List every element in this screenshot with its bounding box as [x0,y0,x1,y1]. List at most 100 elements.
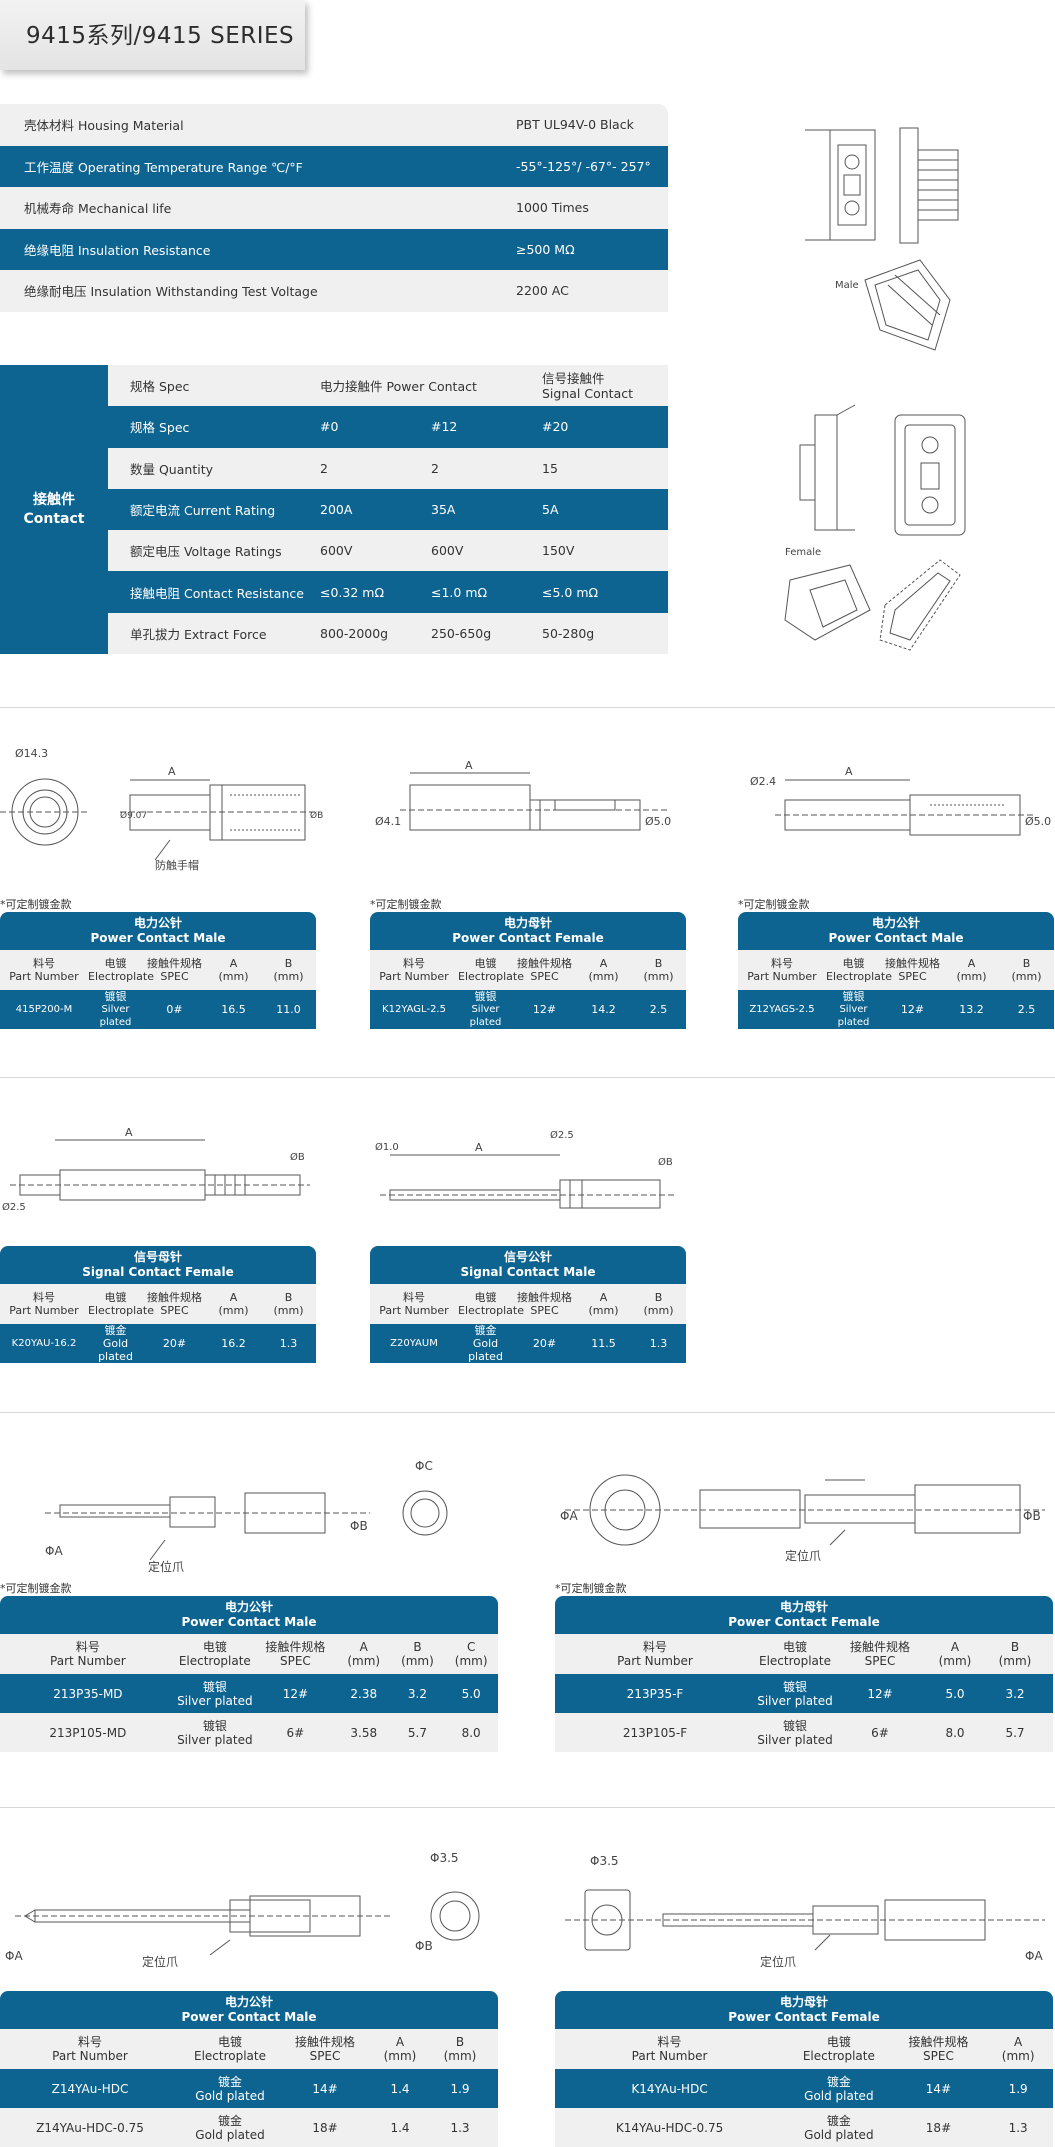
gold-option-note: *可定制镀金款 [0,1582,72,1595]
spec-key: 工作温度 Operating Temperature Range ℃/°F [24,159,303,175]
gold-option-note: *可定制镀金款 [555,1582,627,1595]
spec-row: 绝缘耐电压 Insulation Withstanding Test Volta… [0,270,668,312]
gold-option-note: *可定制镀金款 [370,898,442,911]
power-female-12-drawing: A Ø4.1 Ø5.0 [370,755,690,875]
spec-value: 1000 Times [516,200,589,216]
dim-label: Φ3.5 [430,1851,459,1865]
locator-label: 定位爪 [785,1548,821,1563]
dim-label: Ø2.5 [2,1201,26,1213]
male-connector-drawing: Male [800,100,1000,370]
anti-touch-label: 防触手帽 [155,858,199,872]
power-male-0-drawing: Ø14.3 A Ø9.07 ØB 防触手帽 [0,740,340,880]
spec-key: 绝缘耐电压 Insulation Withstanding Test Volta… [24,284,318,300]
dim-label: ΦA [1025,1949,1043,1963]
spec-value: PBT UL94V-0 Black [516,117,634,133]
dim-label: ØB [290,1151,305,1163]
dim-label: ΦA [560,1509,578,1523]
signal-male-drawing: A Ø1.0 Ø2.5 ØB [370,1120,690,1220]
dim-label: ΦA [45,1544,63,1558]
spec-row: 工作温度 Operating Temperature Range ℃/°F-55… [0,145,668,187]
spec-value: 2200 AC [516,283,569,299]
dim-label: ΦB [1023,1509,1041,1523]
dim-label: Ø5.0 [645,815,671,828]
gold-option-note: *可定制镀金款 [738,898,810,911]
dim-label: A [475,1141,483,1154]
dim-label: Ø2.5 [550,1129,574,1141]
dim-label: A [125,1126,133,1139]
spec-value: ≥500 MΩ [516,241,575,257]
contact-row: 规格 Spec#0#12#20 [108,406,668,448]
dim-label: Ø9.07 [120,810,147,821]
contact-header-spec: 规格 Spec [130,379,190,395]
contact-row: 接触电阻 Contact Resistance≤0.32 mΩ≤1.0 mΩ≤5… [108,571,668,613]
power-female-f-drawing: ΦA ΦB 定位爪 [555,1470,1055,1570]
contact-side-cn: 接触件 [33,491,75,508]
spec-row: 绝缘电阻 Insulation Resistance≥500 MΩ [0,228,668,270]
contact-side-label: 接触件 Contact [0,365,108,654]
dim-label: ΦB [350,1519,368,1533]
divider [0,1807,1055,1808]
spec-row: 壳体材料 Housing Material PBT UL94V-0 Black [0,104,668,146]
power-male-12-drawing: A Ø2.4 Ø5.0 [745,755,1055,875]
spec-key: 机械寿命 Mechanical life [24,201,172,217]
locator-label: 定位爪 [760,1954,796,1969]
spec-key: 壳体材料 Housing Material [24,118,184,134]
power-male-hdc-drawing: ΦA ΦB Φ3.5 定位爪 [0,1850,500,1980]
dim-label: ΦB [415,1939,433,1953]
page-title: 9415系列/9415 SERIES [0,0,305,70]
divider [0,1077,1055,1078]
dim-label: A [845,765,853,778]
divider [0,707,1055,708]
signal-female-drawing: A Ø2.5 ØB [0,1120,320,1220]
dim-label: Ø2.4 [750,775,776,788]
dim-label: Ø5.0 [1025,815,1051,828]
dim-label: ΦA [5,1949,23,1963]
dim-label: Ø1.0 [375,1141,399,1153]
contact-header-power: 电力接触件 Power Contact [320,379,477,395]
spec-row: 机械寿命 Mechanical life 1000 Times [0,187,668,229]
power-male-md-drawing: ΦA ΦB ΦC 定位爪 [40,1455,470,1575]
female-label: Female [785,547,821,558]
locator-label: 定位爪 [148,1559,184,1574]
dim-label: ΦC [415,1459,433,1473]
dim-label: Ø14.3 [15,747,48,760]
